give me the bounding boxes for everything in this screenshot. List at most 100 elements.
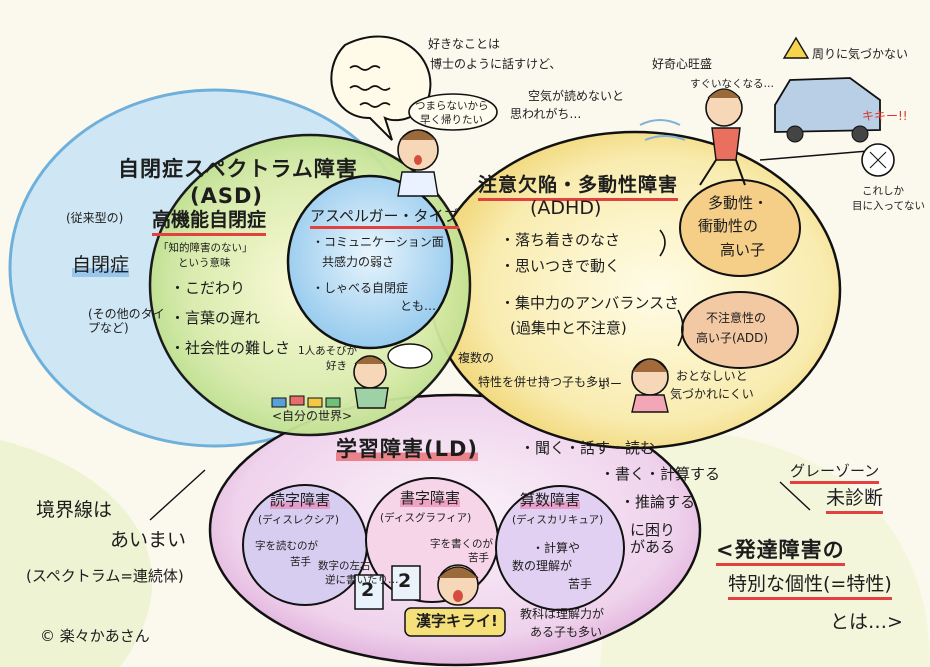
warning-sign-icon	[782, 36, 810, 59]
own-world-text: <自分の世界>	[272, 409, 353, 423]
dyslexia-desc-1: 字を読むのが	[255, 540, 318, 552]
adhd-item-2: ・思いつきで動く	[500, 257, 621, 275]
bubble-scribble-2	[349, 85, 391, 91]
asperger-line-4: とも…	[400, 299, 437, 313]
screech-text: キキー!!	[862, 109, 908, 123]
mirror-text-2: 逆に書いたり…	[325, 574, 399, 586]
bubble-scribble-3	[359, 102, 391, 108]
hfa-item-2: ・言葉の遅れ	[170, 309, 261, 327]
inatt-line-2: 高い子(ADD)	[696, 331, 769, 345]
toy-boy-figure	[353, 343, 433, 409]
hyper-line-1: 多動性・	[708, 194, 769, 212]
bubble-text-3: 空気が読めないと	[528, 89, 625, 103]
border-line-2: あいまい	[110, 529, 187, 551]
bg-wash-left	[0, 440, 153, 667]
dysgraphia-desc-1: 字を書くのが	[430, 538, 493, 550]
asperger-line-2: 共感力の弱さ	[322, 255, 395, 269]
ld-ability-3: ・推論する	[620, 493, 696, 511]
credit-text: © 楽々かあさん	[40, 627, 150, 645]
quiet-line-1: おとなしいと	[676, 369, 748, 383]
bubble-text-2: 博士のように話すけど、	[430, 57, 562, 71]
subjects-text-2: ある子も多い	[530, 625, 603, 639]
classic-label: 自閉症	[72, 254, 130, 277]
border-line-1: 境界線は	[36, 499, 113, 521]
classic-paren: (従来型の)	[66, 211, 124, 225]
asd-title: 自閉症スペクトラム障害	[118, 157, 358, 181]
conclusion-line-2: 特別な個性(=特性)	[728, 573, 892, 600]
cannot-stop-text: すぐいなくなる…	[690, 78, 774, 90]
hyper-line-3: 高い子	[720, 241, 766, 259]
undiagnosed-text: 未診断	[826, 487, 884, 514]
conclusion-line-1: <発達障害の	[716, 538, 845, 567]
inattentive-oval	[681, 291, 799, 369]
border-pointer	[149, 469, 206, 521]
hfa-note-2: という意味	[178, 257, 231, 269]
play-text-1: 1人あそびが	[298, 345, 358, 357]
dysgraphia-sub: (ディスグラフィア)	[380, 512, 472, 524]
asperger-line-1: ・コミュニケーション面・	[312, 235, 456, 249]
adhd-item-4: (過集中と不注意)	[510, 319, 627, 337]
small-bubble	[408, 93, 498, 131]
ld-title: 学習障害(LD)	[336, 437, 479, 462]
asd-abbr: (ASD)	[190, 184, 264, 208]
play-text-2: 好き	[326, 360, 347, 372]
kanji-text: 漢字キライ!	[416, 612, 498, 630]
mirror-text-1: 数字の左右	[318, 560, 371, 572]
hyper-line-2: 衝動性の	[698, 217, 759, 235]
dyscalculia-title: 算数障害	[520, 491, 581, 510]
asperger-line-3: ・しゃべる自閉症	[312, 281, 409, 295]
gray-arrow	[779, 481, 811, 511]
dyscalculia-desc-3: 苦手	[568, 577, 593, 591]
not-noticing-text: 周りに気づかない	[812, 47, 909, 61]
adhd-item-3: ・集中力のアンバランスさ	[500, 294, 680, 312]
bubble-text-4: 思われがち…	[510, 107, 582, 121]
ld-ability-2: ・書く・計算する	[600, 465, 721, 483]
conclusion-line-3: とは…>	[830, 611, 903, 633]
dysgraphia-title: 書字障害	[400, 489, 461, 508]
dyslexia-desc-2: 苦手	[290, 556, 311, 568]
hfa-title: 高機能自閉症	[152, 209, 267, 236]
hfa-item-3: ・社会性の難しさ	[170, 339, 291, 357]
curiosity-text: 好奇心旺盛	[652, 57, 713, 71]
only-this-2: 目に入ってない	[852, 200, 925, 212]
dysgraphia-desc-2: 苦手	[468, 552, 489, 564]
small-bubble-text-1: つまらないから	[415, 100, 489, 112]
running-boy-figure	[639, 88, 746, 186]
po-sound: ポー	[598, 377, 623, 391]
ld-ability-1: ・聞く・話す・読む	[520, 439, 656, 457]
adhd-title: 注意欠陥・多動性障害	[478, 174, 679, 201]
hfa-item-1: ・こだわり	[170, 279, 246, 297]
digit-card-1	[354, 574, 384, 610]
toy-cars-icon	[271, 395, 341, 408]
ball-pattern	[869, 151, 887, 169]
kanji-sign	[404, 607, 506, 637]
ld-ability-4: に困りがある	[630, 521, 676, 557]
subjects-text-1: 教科は理解力が	[520, 607, 605, 621]
bracket-hyper	[659, 229, 666, 257]
adhd-abbr: (ADHD)	[530, 197, 602, 219]
adhd-item-1: ・落ち着きのなさ	[500, 231, 621, 249]
hyper-oval	[679, 179, 801, 277]
asperger-title: アスペルガー・タイプ	[310, 207, 459, 230]
gray-zone-text: グレーゾーン	[790, 462, 880, 485]
kanji-kid-figure	[437, 564, 479, 606]
dyscalculia-circle	[495, 485, 625, 611]
multi-text-1: 複数の	[458, 351, 495, 365]
digit-1: 2	[361, 579, 375, 601]
dyscalculia-desc-2: 数の理解が	[512, 559, 573, 573]
only-this-1: これしか	[862, 185, 904, 197]
dyslexia-sub: (ディスレクシア)	[258, 514, 339, 526]
digit-card-2	[391, 565, 421, 601]
asperger-circle	[286, 174, 454, 350]
bubble-scribble-1	[349, 65, 381, 71]
girl-figure	[631, 358, 669, 413]
inatt-line-1: 不注意性の	[706, 311, 767, 325]
bracket-inatt	[677, 309, 684, 347]
bubble-text-1: 好きなことは	[428, 37, 501, 51]
dyslexia-title: 読字障害	[270, 491, 331, 510]
multi-text-2: 特性を併せ持つ子も多い	[478, 375, 611, 389]
car-figure	[759, 77, 881, 161]
quiet-line-2: 気づかれにくい	[670, 387, 754, 401]
border-line-3: (スペクトラム=連続体)	[26, 567, 184, 585]
